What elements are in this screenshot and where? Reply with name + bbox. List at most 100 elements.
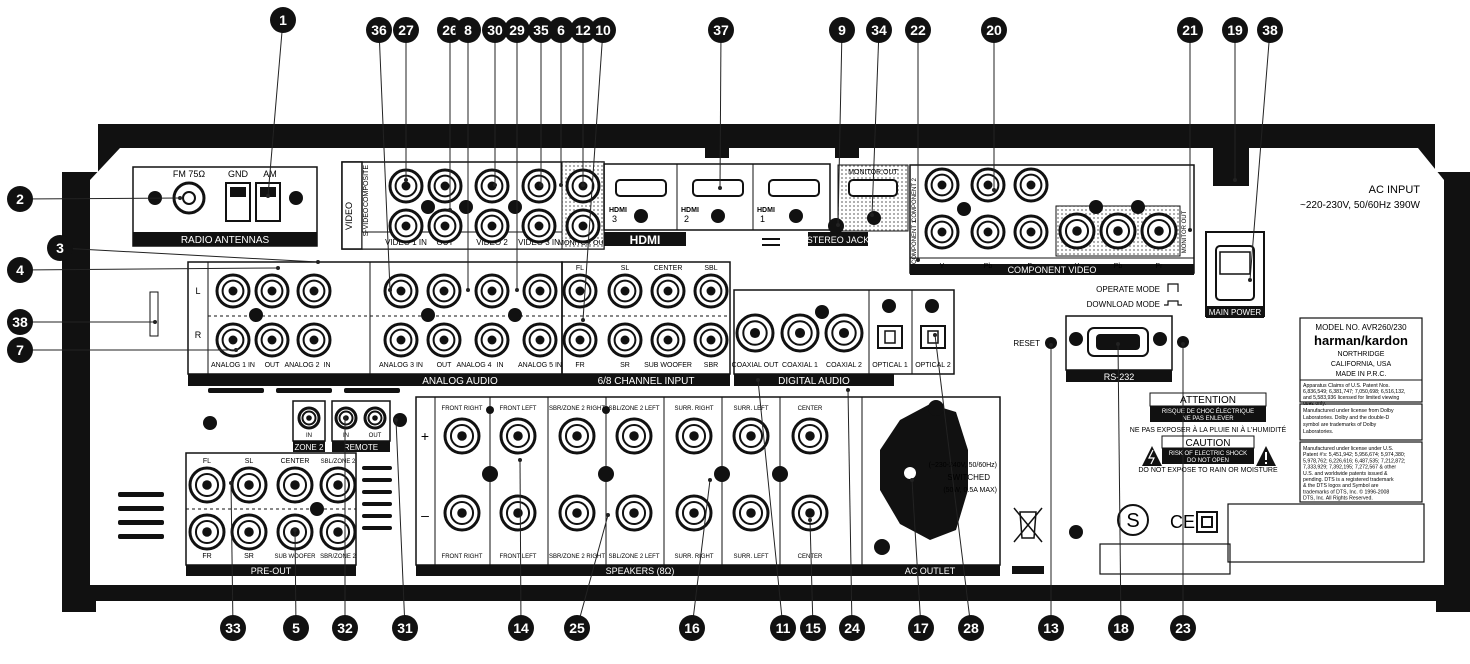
pre-out-jack-top-2[interactable] [230, 466, 268, 504]
speaker-terminal-plus-7[interactable] [791, 417, 829, 455]
component1-jack-3[interactable] [1013, 214, 1049, 250]
callout-number: 5 [292, 620, 300, 636]
speaker-top-label: FRONT LEFT [500, 406, 537, 412]
speaker-terminal-plus-3[interactable] [558, 417, 596, 455]
dts-line: 7,333,929; 7,392,195; 7,272,567 & other [1303, 465, 1396, 471]
speaker-terminal-minus-2[interactable] [499, 494, 537, 532]
pre-out-jack-top-4[interactable] [319, 466, 357, 504]
six-ch-jack-bottom-3[interactable] [650, 322, 686, 358]
hdmi-1-port[interactable] [768, 179, 820, 197]
coaxial-jack-3[interactable] [824, 313, 864, 353]
analog-jack-l-2[interactable] [254, 273, 290, 309]
six-ch-jack-top-3[interactable] [650, 273, 686, 309]
speaker-terminal-plus-1[interactable] [443, 417, 481, 455]
analog2-out-label: OUT [265, 362, 281, 369]
pre-sbl-label: SBL/ZONE 2 [321, 459, 356, 465]
stereo-jack[interactable] [828, 218, 844, 234]
analog-jack-l-6[interactable] [474, 273, 510, 309]
safety-mark-icon [1117, 504, 1149, 536]
speaker-terminal-plus-5[interactable] [675, 417, 713, 455]
pre-out-jack-bottom-4[interactable] [319, 513, 357, 551]
analog-jack-r-3[interactable] [296, 322, 332, 358]
component-monitor-jack-2[interactable] [1099, 212, 1137, 250]
composite-jack-2[interactable] [427, 168, 463, 204]
component2-jack-2[interactable] [970, 167, 1006, 203]
composite-jack-4[interactable] [521, 168, 557, 204]
pre-out-jack-top-3[interactable] [276, 466, 314, 504]
analog-jack-l-4[interactable] [383, 273, 419, 309]
analog-jack-l-3[interactable] [296, 273, 332, 309]
six-ch-jack-top-2[interactable] [607, 273, 643, 309]
svideo-jack-3[interactable] [474, 208, 510, 244]
pre-out-title: PRE-OUT [251, 566, 292, 576]
pre-out-jack-bottom-2[interactable] [230, 513, 268, 551]
component2-jack-3[interactable] [1013, 167, 1049, 203]
component-monitor-jack-1[interactable] [1058, 212, 1096, 250]
hdmi-2-tag: HDMI [681, 207, 699, 214]
ac-outlet-line3: (50W, 0.5A MAX) [943, 487, 997, 494]
speaker-terminal-minus-5[interactable] [675, 494, 713, 532]
pre-fl-label: FL [203, 458, 211, 465]
analog-jack-l-5[interactable] [426, 273, 462, 309]
component-video-title: COMPONENT VIDEO [1008, 265, 1097, 275]
coaxial-jack-2[interactable] [780, 313, 820, 353]
six-ch-jack-bottom-1[interactable] [562, 322, 598, 358]
callout-badge: 37 [708, 17, 734, 43]
zone2-in-jack[interactable] [297, 406, 321, 430]
analog2-label: ANALOG 2 [284, 362, 319, 369]
svideo-jack-5[interactable] [565, 208, 601, 244]
callout-number: 30 [487, 22, 503, 38]
svideo-jack-4[interactable] [521, 208, 557, 244]
speaker-terminal-minus-3[interactable] [558, 494, 596, 532]
speaker-terminal-minus-6[interactable] [732, 494, 770, 532]
dts-line: Manufactured under license under U.S. [1303, 446, 1393, 452]
remote-out-jack[interactable] [363, 406, 387, 430]
speaker-terminal-plus-2[interactable] [499, 417, 537, 455]
pre-out-jack-bottom-1[interactable] [188, 513, 226, 551]
six-ch-jack-bottom-2[interactable] [607, 322, 643, 358]
coaxial-jack-1[interactable] [735, 313, 775, 353]
pre-out-jack-top-1[interactable] [188, 466, 226, 504]
callout-number: 26 [442, 22, 458, 38]
callout-number: 15 [805, 620, 821, 636]
hdmi-3-port[interactable] [615, 179, 667, 197]
six-sbr-label: SBR [704, 362, 718, 369]
speaker-top-label: SURR. LEFT [733, 406, 768, 412]
callout-number: 38 [1262, 22, 1278, 38]
six-ch-jack-top-4[interactable] [693, 273, 729, 309]
analog-jack-r-4[interactable] [383, 322, 419, 358]
component-monitor-jack-3[interactable] [1140, 212, 1178, 250]
speaker-terminal-plus-6[interactable] [732, 417, 770, 455]
six-ch-jack-bottom-4[interactable] [693, 322, 729, 358]
analog-jack-l-1[interactable] [215, 273, 251, 309]
six-ch-jack-top-1[interactable] [562, 273, 598, 309]
analog-jack-r-7[interactable] [522, 322, 558, 358]
speakers-title: SPEAKERS (8Ω) [606, 566, 675, 576]
analog-jack-r-2[interactable] [254, 322, 290, 358]
svideo-jack-2[interactable] [427, 208, 463, 244]
analog-jack-r-5[interactable] [426, 322, 462, 358]
callout-badge: 20 [981, 17, 1007, 43]
speaker-terminal-minus-4[interactable] [615, 494, 653, 532]
analog-jack-r-6[interactable] [474, 322, 510, 358]
callout-badge: 34 [866, 17, 892, 43]
speaker-terminal-plus-4[interactable] [615, 417, 653, 455]
digital-audio-title: DIGITAL AUDIO [778, 376, 850, 387]
speaker-terminal-minus-7[interactable] [791, 494, 829, 532]
svideo-jack-1[interactable] [388, 208, 424, 244]
callout-badge: 32 [332, 615, 358, 641]
callout-number: 3 [56, 240, 64, 256]
speaker-terminal-minus-1[interactable] [443, 494, 481, 532]
dts-line: 5,978,762; 6,226,616; 6,487,535; 7,212,8… [1303, 458, 1405, 464]
analog-jack-r-1[interactable] [215, 322, 251, 358]
analog-jack-l-7[interactable] [522, 273, 558, 309]
analog2-in-label: IN [324, 362, 331, 369]
composite-jack-3[interactable] [474, 168, 510, 204]
callout-number: 19 [1227, 22, 1243, 38]
component2-jack-1[interactable] [924, 167, 960, 203]
component1-jack-2[interactable] [970, 214, 1006, 250]
component1-jack-1[interactable] [924, 214, 960, 250]
model-number: MODEL NO. AVR260/230 [1315, 323, 1407, 332]
ac-outlet-socket[interactable] [880, 404, 968, 540]
